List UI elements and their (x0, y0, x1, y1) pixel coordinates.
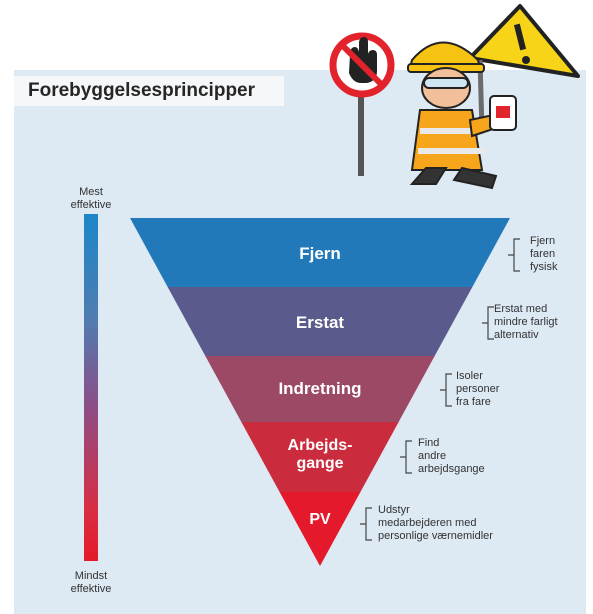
tier-bracket-1 (508, 238, 520, 272)
title-bar (14, 76, 284, 106)
tier-label-1: Fjern (299, 243, 341, 263)
tier-bracket-4 (400, 440, 412, 474)
page-title: Forebyggelsesprincipper (28, 80, 256, 101)
sign-pole (358, 96, 364, 176)
construction-worker-icon (407, 41, 517, 190)
gauge-top-label: Mest effektive (56, 186, 126, 212)
gauge-bottom-label: Mindst effektive (56, 570, 126, 596)
tier-label-2: Erstat (295, 312, 345, 332)
tier-bracket-2 (482, 306, 494, 340)
gauge-bottom-text: Mindst effektive (70, 570, 112, 595)
no-entry-hand-icon (329, 32, 395, 98)
effectiveness-gauge-bar (84, 214, 98, 561)
tier-label-3: Indretning (278, 378, 362, 398)
tier-note-3: Isoler personer fra fare (456, 370, 500, 408)
tier-note-5: Udstyr medarbejderen med personlige værn… (378, 504, 493, 542)
tier-bracket-3 (440, 373, 452, 407)
tier-note-1: Fjern faren fysisk (530, 235, 558, 273)
tier-label-5: PV (309, 511, 331, 528)
gauge-top-text: Mest effektive (70, 186, 112, 211)
tier-band-1 (130, 218, 510, 288)
tier-note-4: Find andre arbejdsgange (418, 437, 485, 475)
tier-bracket-5 (360, 507, 372, 541)
tier-label-4: Arbejds- gange (287, 437, 353, 472)
tier-note-2: Erstat med mindre farligt alternativ (494, 303, 558, 341)
